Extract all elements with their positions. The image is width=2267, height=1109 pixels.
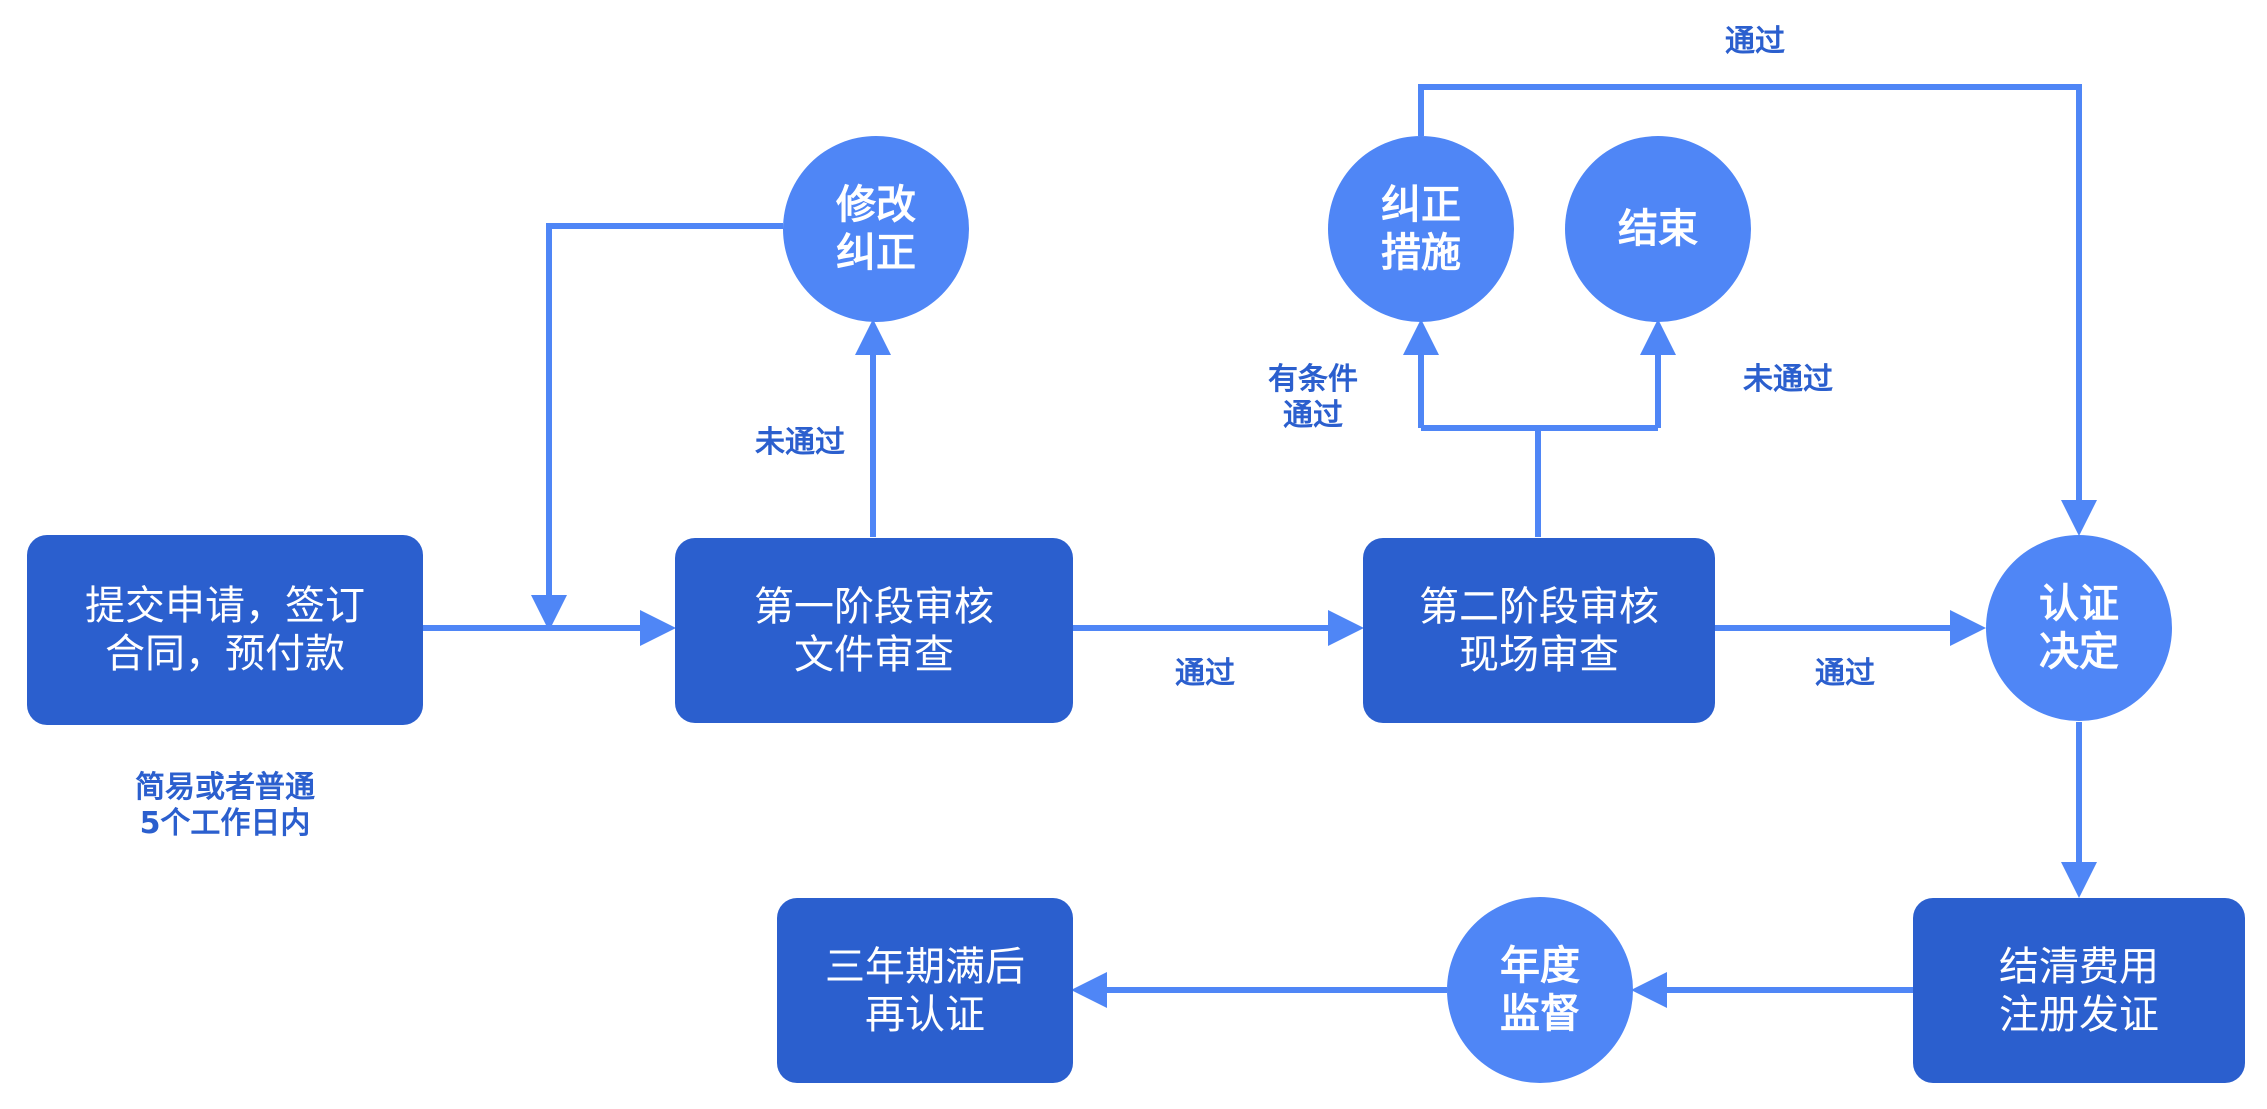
node-corrective-line2: 措施 xyxy=(1381,230,1461,276)
node-recert-line2: 再认证 xyxy=(865,991,985,1038)
arrow-corrective-to-decision xyxy=(1418,84,2097,536)
node-end: 结束 xyxy=(1565,136,1751,322)
label-note-line2: 5个工作日内 xyxy=(139,806,311,841)
label-note-line1: 简易或者普通 xyxy=(135,770,315,805)
label-conditional-line2: 通过 xyxy=(1283,398,1343,433)
node-settle-line2: 注册发证 xyxy=(1999,991,2159,1038)
label-conditional-pass: 有条件 通过 xyxy=(1253,362,1373,434)
node-submit-line1: 提交申请，签订 xyxy=(85,583,365,629)
node-stage2-line2: 现场审查 xyxy=(1459,631,1619,678)
label-stage1-pass: 通过 xyxy=(1175,656,1235,691)
node-certification-decision: 认证 决定 xyxy=(1986,535,2172,721)
label-conditional-line1: 有条件 xyxy=(1268,362,1358,397)
node-annual-line2: 监督 xyxy=(1500,991,1580,1037)
node-settle-fees: 结清费用 注册发证 xyxy=(1913,898,2245,1083)
node-stage1-review: 第一阶段审核 文件审查 xyxy=(675,538,1073,723)
arrow-modify-to-mainline xyxy=(531,223,783,631)
node-corrective-measures: 纠正 措施 xyxy=(1328,136,1514,322)
label-top-pass: 通过 xyxy=(1725,24,1785,59)
node-corrective-line1: 纠正 xyxy=(1381,182,1461,228)
node-decision-line2: 决定 xyxy=(2039,629,2119,675)
node-end-line1: 结束 xyxy=(1618,206,1698,252)
label-stage2-fail: 未通过 xyxy=(1743,362,1833,397)
label-submission-note: 简易或者普通 5个工作日内 xyxy=(110,770,340,842)
node-stage1-line1: 第一阶段审核 xyxy=(754,583,994,630)
node-stage1-line2: 文件审查 xyxy=(794,631,954,678)
node-annual-line1: 年度 xyxy=(1500,943,1580,989)
label-stage2-pass: 通过 xyxy=(1815,656,1875,691)
node-settle-line1: 结清费用 xyxy=(1999,943,2159,990)
label-stage1-fail: 未通过 xyxy=(755,425,845,460)
node-modify-line2: 纠正 xyxy=(836,230,916,276)
node-decision-line1: 认证 xyxy=(2039,581,2119,627)
node-submit-line2: 合同，预付款 xyxy=(105,631,345,677)
node-modify-correct: 修改 纠正 xyxy=(783,136,969,322)
node-submit-application: 提交申请，签订 合同，预付款 xyxy=(27,535,423,725)
node-stage2-line1: 第二阶段审核 xyxy=(1419,583,1659,630)
node-annual-supervision: 年度 监督 xyxy=(1447,897,1633,1083)
node-stage2-review: 第二阶段审核 现场审查 xyxy=(1363,538,1715,723)
node-recert-line1: 三年期满后 xyxy=(825,943,1025,990)
node-modify-line1: 修改 xyxy=(836,182,916,228)
node-recertification: 三年期满后 再认证 xyxy=(777,898,1073,1083)
